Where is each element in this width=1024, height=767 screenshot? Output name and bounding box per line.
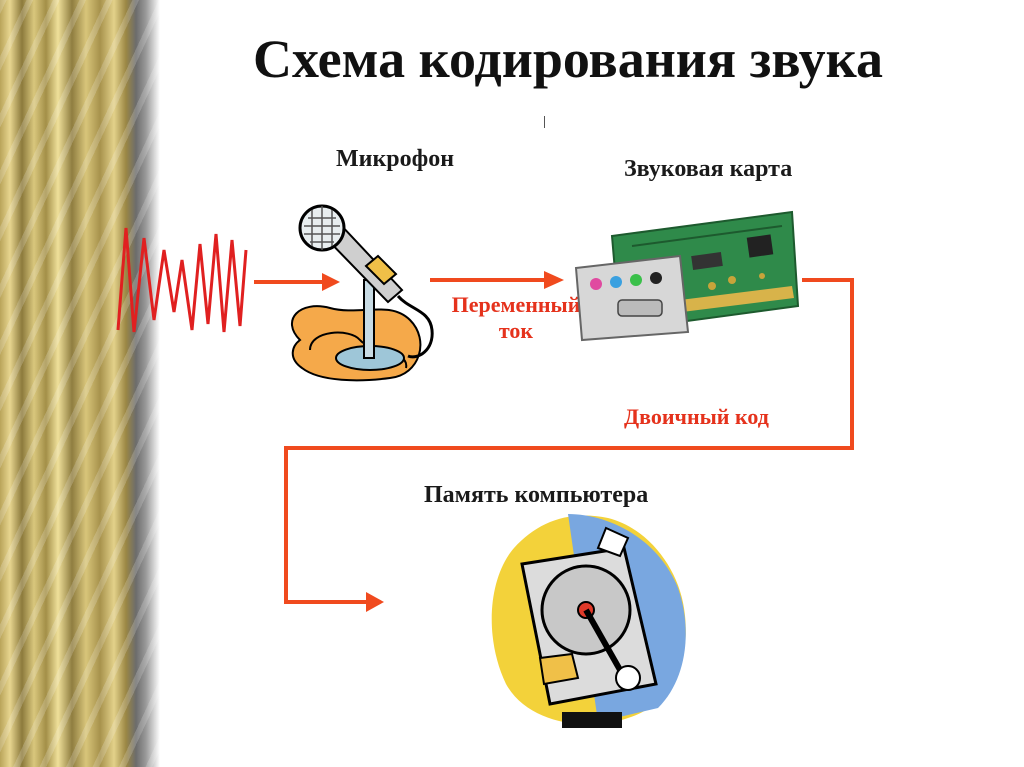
curtain-background <box>0 0 160 767</box>
sound-card-label: Звуковая карта <box>624 156 793 182</box>
arrow-wave-to-mic <box>254 273 340 291</box>
sound-wave-icon <box>116 227 248 333</box>
arrow-card-to-memory <box>284 278 854 612</box>
alternating-current-line1: Переменный <box>451 292 581 317</box>
arrow-mic-to-card <box>430 271 564 289</box>
microphone-icon <box>290 204 434 382</box>
hard-drive-icon <box>491 514 686 728</box>
alternating-current-line2: ток <box>498 318 534 343</box>
text-cursor <box>544 116 545 128</box>
slide-title: Схема кодирования звука <box>253 29 883 89</box>
memory-label: Память компьютера <box>424 482 649 508</box>
alternating-current-label: Переменный ток <box>430 292 602 344</box>
binary-code-label: Двоичный код <box>624 404 769 429</box>
sound-card-icon <box>574 210 800 342</box>
microphone-label: Микрофон <box>336 146 455 172</box>
